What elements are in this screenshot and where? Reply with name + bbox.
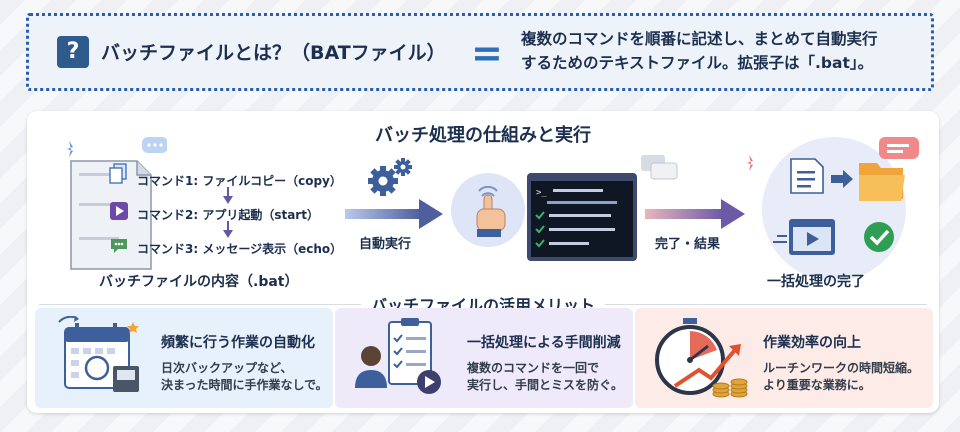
calendar-icon	[58, 316, 139, 392]
checklist-icon	[355, 318, 441, 394]
svg-text:>_: >_	[536, 188, 547, 198]
arrow-right-icon	[645, 199, 745, 229]
benefit-card-efficiency: 作業効率の向上 ルーチンワークの時間短縮。 より重要な業務に。	[635, 308, 933, 408]
result-caption: 一括処理の完了	[767, 274, 865, 290]
definition-banner: ? バッチファイルとは？（BATファイル） = 複数のコマンドを順番に記述し、ま…	[26, 13, 934, 91]
benefit-title-efficiency: 作業効率の向上	[763, 335, 861, 351]
benefit-text-batch: 複数のコマンドを一回で 実行し、手間とミスを防ぐ。	[467, 361, 624, 392]
chat-bubble-icon	[641, 155, 678, 180]
benefit-card-automation: 頻繁に行う作業の自動化 日次バックアップなど、 決まった時間に手作業なしで。	[35, 308, 333, 408]
auto-run-label: 自動実行	[359, 237, 412, 252]
sparkle-icon	[67, 141, 73, 157]
benefit-text-efficiency: ルーチンワークの時間短縮。 より重要な業務に。	[763, 361, 920, 392]
file-caption: バッチファイルの内容（.bat）	[99, 274, 299, 290]
command-1: コマンド1: ファイルコピー（copy）	[137, 174, 342, 188]
benefit-card-batch: 一括処理による手間削減 複数のコマンドを一回で 実行し、手間とミスを防ぐ。	[335, 308, 633, 408]
done-label: 完了・結果	[655, 237, 721, 252]
banner-description-line2: するためのテキストファイル。拡張子は「.bat」。	[521, 54, 874, 72]
question-icon: ?	[57, 36, 89, 68]
terminal-window: >_	[527, 173, 637, 261]
banner-title: バッチファイルとは？（BATファイル）	[101, 42, 446, 64]
arrow-right-icon	[345, 199, 443, 229]
sparkle-icon	[747, 155, 753, 171]
equals-icon: =	[471, 31, 503, 75]
tap-hand-icon	[451, 173, 525, 247]
result-illustration	[747, 137, 919, 281]
benefit-title-automation: 頻繁に行う作業の自動化	[161, 335, 315, 351]
main-panel: バッチ処理の仕組みと実行 コマンド1: ファイルコピー（copy） コマンド2:…	[27, 111, 939, 413]
arrow-down-icon	[223, 187, 233, 204]
command-2: コマンド2: アプリ起動（start）	[137, 208, 319, 222]
banner-description-line1: 複数のコマンドを順番に記述し、まとめて自動実行	[521, 30, 878, 48]
benefit-text-automation: 日次バックアップなど、 決まった時間に手作業なしで。	[161, 361, 328, 392]
message-icon	[111, 239, 127, 253]
app-launch-icon	[110, 202, 128, 220]
command-3: コマンド3: メッセージ表示（echo）	[137, 242, 343, 256]
arrow-down-icon	[223, 221, 233, 238]
banner-description: 複数のコマンドを順番に記述し、まとめて自動実行 するためのテキストファイル。拡張…	[521, 27, 931, 75]
stopwatch-icon	[655, 318, 748, 398]
flow-title: バッチ処理の仕組みと実行	[375, 125, 591, 146]
benefit-title-batch: 一括処理による手間削減	[467, 335, 621, 351]
copy-file-icon	[109, 163, 127, 184]
gear-icon	[368, 158, 412, 196]
